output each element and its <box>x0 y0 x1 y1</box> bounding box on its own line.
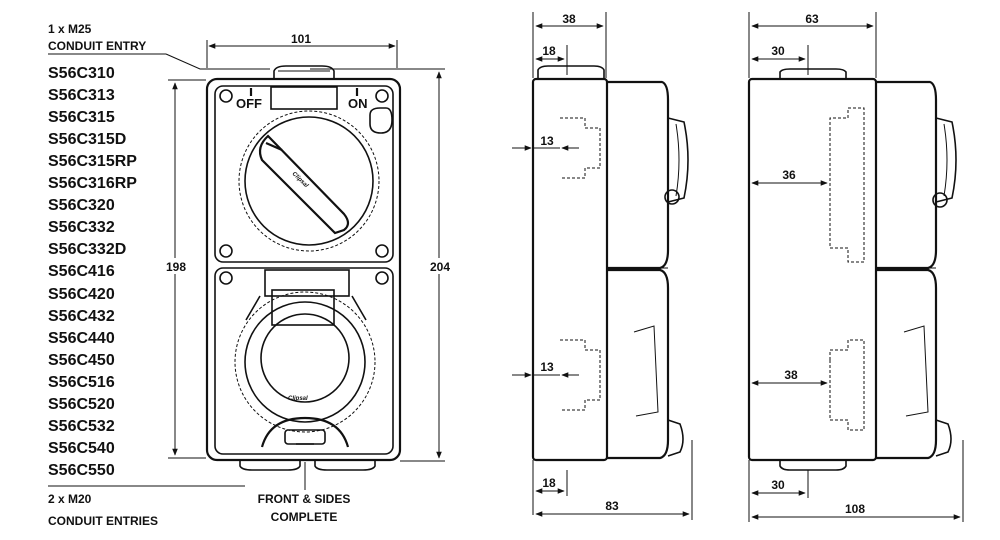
front-inner-height-dim: 198 <box>166 260 186 274</box>
model-number: S56C532 <box>48 418 115 435</box>
complete-note: FRONT & SIDES COMPLETE <box>258 462 351 524</box>
side1-overall-depth-dim: 83 <box>605 499 619 513</box>
model-number: S56C416 <box>48 263 115 280</box>
side2-upper-cover <box>876 80 938 270</box>
side1-upper-cover <box>607 80 670 270</box>
model-number: S56C320 <box>48 197 115 214</box>
side1-upper-wall-dim: 13 <box>540 134 554 148</box>
switch-on-label: ON <box>348 96 368 111</box>
side-view-1: 38 18 13 13 18 <box>512 12 693 520</box>
enclosure-outline <box>205 77 402 462</box>
bottom-conduit-gland-left <box>239 460 301 471</box>
model-number: S56C315D <box>48 131 126 148</box>
screw-icon <box>375 271 389 285</box>
model-number: S56C332 <box>48 219 115 236</box>
side1-top-depth-dim: 38 <box>562 12 576 26</box>
label-window <box>270 86 338 110</box>
socket-flap <box>244 301 366 423</box>
bottom-conduit-gland-right <box>314 460 376 471</box>
side2-lower-depth-dim: 38 <box>784 368 798 382</box>
model-number: S56C450 <box>48 352 115 369</box>
screw-icon <box>375 89 389 103</box>
model-number: S56C315 <box>48 109 115 126</box>
side1-top-entry-offset-dim: 18 <box>542 44 556 58</box>
side2-overall-depth-dim: 108 <box>845 502 865 516</box>
top-conduit-gland <box>273 65 335 80</box>
padlock-tab <box>369 107 393 134</box>
switch-off-label: OFF <box>236 96 262 111</box>
model-number: S56C316RP <box>48 175 137 192</box>
side1-bottom-entry-offset-dim: 18 <box>542 476 556 490</box>
screw-icon <box>219 271 233 285</box>
screw-icon <box>219 89 233 103</box>
model-number: S56C516 <box>48 374 115 391</box>
screw-icon <box>219 244 233 258</box>
front-view: 101 198 204 OFF ON <box>162 32 455 471</box>
model-number: S56C315RP <box>48 153 137 170</box>
model-number: S56C440 <box>48 330 115 347</box>
model-number: S56C313 <box>48 87 115 104</box>
conduit-entry-top-label: 1 x M25 CONDUIT ENTRY <box>48 22 270 70</box>
side-view-2: 63 30 36 38 30 108 <box>747 12 964 522</box>
side2-top-entry-offset-dim: 30 <box>771 44 785 58</box>
model-number: S56C550 <box>48 462 115 479</box>
complete-note-line2: COMPLETE <box>271 510 338 524</box>
socket-label-window <box>271 289 335 326</box>
screw-icon <box>375 244 389 258</box>
brand-logo: Clipsal <box>288 396 308 402</box>
side2-bottom-entry-offset-dim: 30 <box>771 478 785 492</box>
front-width-dim: 101 <box>291 32 311 46</box>
conduit-entries-bottom-label: 2 x M20 CONDUIT ENTRIES <box>48 485 245 528</box>
side1-lower-cover <box>607 268 670 460</box>
rotary-switch-body <box>244 116 374 246</box>
model-number: S56C310 <box>48 65 115 82</box>
side2-upper-depth-dim: 36 <box>782 168 796 182</box>
top-entry-qty: 1 x M25 <box>48 22 92 36</box>
bottom-entry-qty: 2 x M20 <box>48 492 92 506</box>
side1-lower-wall-dim: 13 <box>540 360 554 374</box>
side2-lower-cover <box>876 268 938 460</box>
complete-note-line1: FRONT & SIDES <box>258 492 351 506</box>
front-overall-height-dim: 204 <box>430 260 450 274</box>
model-number: S56C420 <box>48 286 115 303</box>
side2-top-depth-dim: 63 <box>805 12 819 26</box>
bottom-entry-desc: CONDUIT ENTRIES <box>48 514 158 528</box>
top-entry-desc: CONDUIT ENTRY <box>48 39 146 53</box>
socket-latch <box>260 416 350 448</box>
model-number: S56C332D <box>48 241 126 258</box>
model-number: S56C520 <box>48 396 115 413</box>
model-number: S56C540 <box>48 440 115 457</box>
rotary-switch-handle <box>258 134 350 235</box>
model-number: S56C432 <box>48 308 115 325</box>
